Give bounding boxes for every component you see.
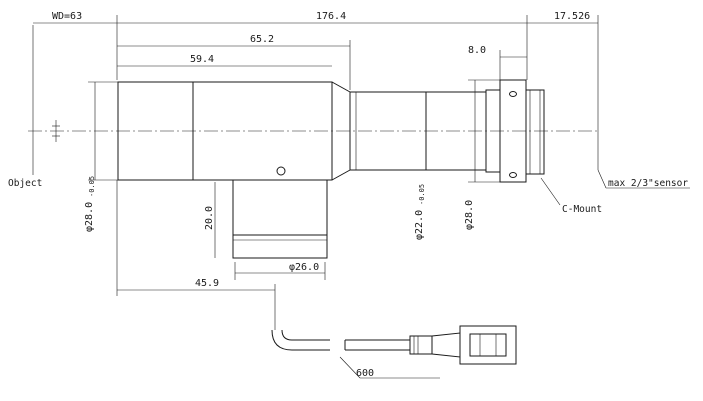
illumination-port <box>232 166 328 259</box>
rear-distance-label: 17.526 <box>554 11 590 22</box>
c-mount-label: C-Mount <box>562 204 602 215</box>
top-dimensions <box>33 15 599 170</box>
port-diameter-label: φ26.0 <box>289 262 319 273</box>
tube-tolerance-label: -0.05 <box>418 184 426 205</box>
sensor-label: max 2/3"sensor <box>608 178 688 189</box>
object-label: Object <box>8 178 42 189</box>
c-mount-leader <box>540 177 561 206</box>
body-upper-label: 65.2 <box>250 34 274 45</box>
object-plane <box>32 25 60 175</box>
cable-length-label: 600 <box>356 368 374 379</box>
cable <box>271 325 517 379</box>
mount-diameter-label: φ28.0 <box>464 200 475 230</box>
port-offset-label: 45.9 <box>195 278 219 289</box>
front-diameter-label: φ28.0 <box>84 202 95 232</box>
bottom-dimensions <box>116 180 326 330</box>
wd-label: WD=63 <box>52 11 82 22</box>
tube-diameter-label: φ22.0 <box>414 210 425 240</box>
front-tolerance-label: -0.05 <box>88 176 96 197</box>
total-length-label: 176.4 <box>316 11 346 22</box>
mount-diameter-dim <box>468 79 500 183</box>
front-diameter-dim <box>88 81 118 181</box>
flange-label: 8.0 <box>468 45 486 56</box>
sensor-leader <box>597 169 607 189</box>
port-height-label: 20.0 <box>204 206 215 230</box>
body-inner-label: 59.4 <box>190 54 214 65</box>
